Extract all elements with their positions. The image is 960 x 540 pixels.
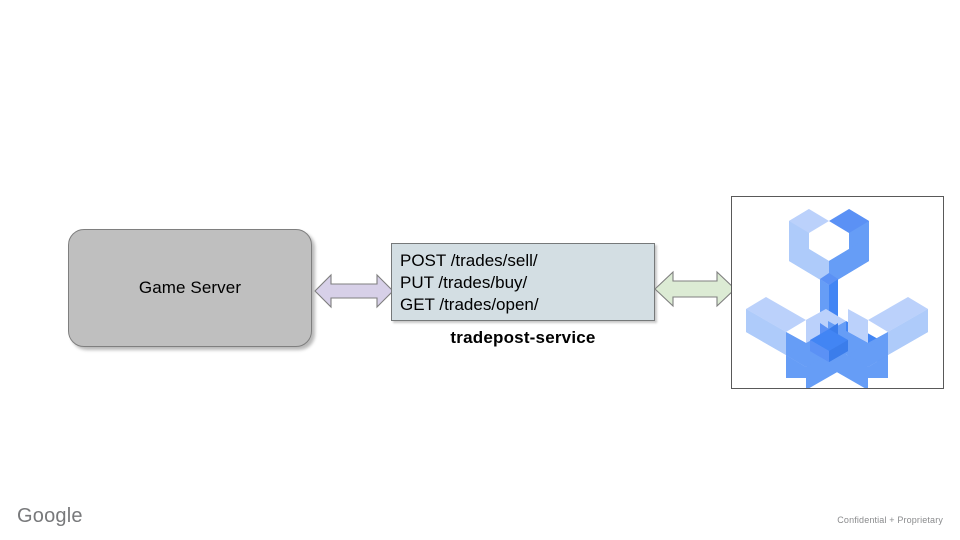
- connector-service-to-platform[interactable]: [654, 265, 736, 318]
- game-server-label: Game Server: [138, 278, 242, 297]
- double-headed-arrow-icon: [314, 273, 394, 309]
- confidentiality-note: Confidential + Proprietary: [837, 515, 943, 525]
- agones-three-wrench-logo-icon: [746, 209, 928, 388]
- connector-game-server-to-service[interactable]: [314, 269, 394, 318]
- game-server-node[interactable]: Game Server: [68, 229, 312, 347]
- double-headed-arrow-icon: [654, 270, 736, 308]
- endpoint-get-trades-open: GET /trades/open/: [400, 295, 539, 314]
- endpoint-post-trades-sell: POST /trades/sell/: [400, 251, 538, 270]
- service-endpoints-box[interactable]: POST /trades/sell/ PUT /trades/buy/ GET …: [391, 243, 655, 321]
- tradepost-service-group: POST /trades/sell/ PUT /trades/buy/ GET …: [391, 243, 655, 348]
- platform-logo-frame[interactable]: [731, 196, 944, 389]
- service-caption: tradepost-service: [450, 328, 596, 347]
- google-wordmark: Google: [17, 505, 83, 527]
- endpoint-put-trades-buy: PUT /trades/buy/: [400, 273, 528, 292]
